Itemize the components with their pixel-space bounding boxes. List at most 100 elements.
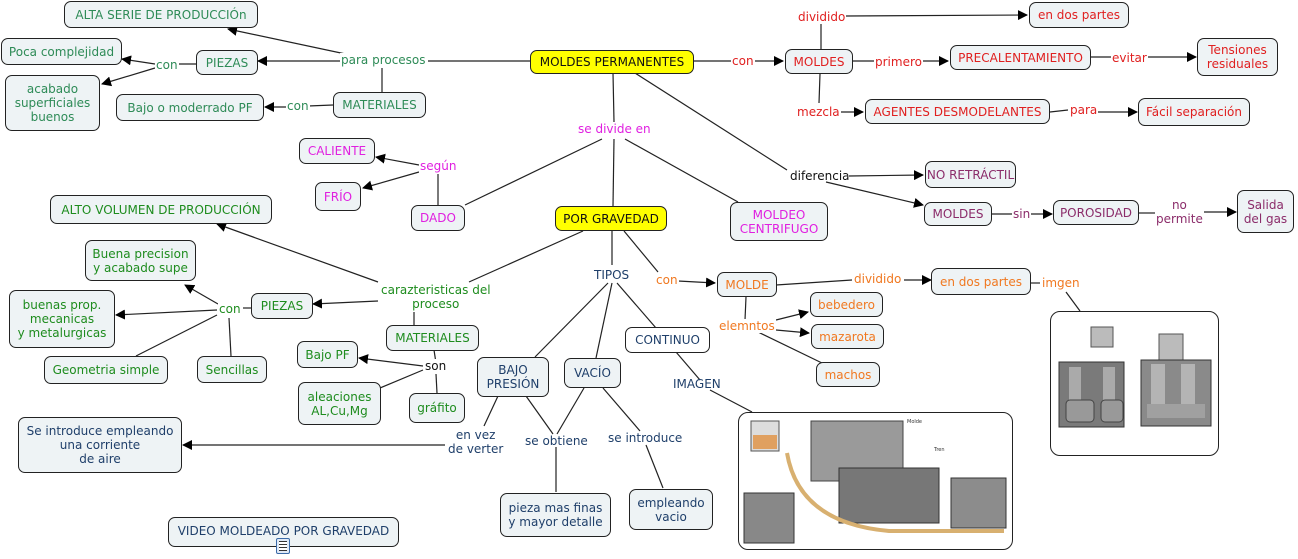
edge bbox=[312, 298, 379, 309]
edge bbox=[362, 171, 420, 191]
edge bbox=[1049, 109, 1069, 113]
edge bbox=[744, 296, 747, 321]
node-mazarota[interactable]: mazarota bbox=[811, 324, 884, 349]
node-frio[interactable]: FRÍO bbox=[315, 182, 361, 211]
edge bbox=[468, 230, 584, 283]
node-pieza-finas[interactable]: pieza mas finas y mayor detalle bbox=[500, 493, 611, 537]
node-alta-serie[interactable]: ALTA SERIE DE PRODUCCIÓn bbox=[64, 1, 258, 28]
edge bbox=[612, 72, 615, 123]
edge bbox=[375, 153, 420, 166]
node-bajo-presion[interactable]: BAJO PRESIÓN bbox=[477, 357, 549, 397]
edge bbox=[709, 389, 753, 413]
node-molde[interactable]: MOLDE bbox=[717, 272, 777, 297]
root-node-moldes-permanentes[interactable]: MOLDES PERMANENTES bbox=[530, 50, 694, 74]
edge bbox=[825, 181, 924, 208]
edge bbox=[612, 138, 615, 207]
svg-text:Molde: Molde bbox=[907, 419, 922, 425]
edge bbox=[216, 222, 379, 283]
edge bbox=[845, 10, 1028, 21]
edge bbox=[624, 138, 739, 203]
node-precalentamiento[interactable]: PRECALENTAMIENTO bbox=[950, 45, 1091, 70]
node-se-introduce-aire[interactable]: Se introduce empleando una corriente de … bbox=[18, 417, 182, 473]
edge bbox=[556, 387, 585, 435]
mold-photo bbox=[1058, 326, 1212, 428]
node-tensiones[interactable]: Tensiones residuales bbox=[1197, 38, 1278, 76]
link-con: con bbox=[731, 54, 755, 68]
node-bajo-moderrado[interactable]: Bajo o moderrado PF bbox=[116, 94, 264, 121]
node-poca-complejidad[interactable]: Poca complejidad bbox=[1, 38, 122, 65]
node-moldeo-centrifugo[interactable]: MOLDEO CENTRIFUGO bbox=[730, 202, 828, 241]
node-bebedero[interactable]: bebedero bbox=[810, 292, 883, 317]
edge bbox=[602, 387, 641, 432]
link-con: con bbox=[655, 273, 679, 287]
link-se-introduce: se introduce bbox=[608, 431, 683, 445]
node-empleando-vacio[interactable]: empleando vacio bbox=[629, 489, 713, 530]
edge bbox=[595, 282, 613, 359]
edge bbox=[616, 282, 657, 329]
video-resource-icon[interactable] bbox=[276, 538, 290, 554]
node-machos[interactable]: machos bbox=[816, 362, 880, 387]
node-grafito[interactable]: gráfito bbox=[409, 393, 465, 423]
node-acabado[interactable]: acabado superficiales buenos bbox=[5, 75, 100, 131]
link-dividido: dividido bbox=[797, 10, 847, 24]
link-se-divide-en: se divide en bbox=[577, 122, 652, 136]
node-porosidad[interactable]: POROSIDAD bbox=[1053, 200, 1139, 225]
edge bbox=[115, 309, 218, 320]
edge bbox=[435, 373, 438, 394]
link-con: con bbox=[218, 302, 242, 316]
edge bbox=[675, 351, 701, 381]
node-por-gravedad[interactable]: POR GRAVEDAD bbox=[555, 206, 667, 231]
edge bbox=[307, 104, 334, 107]
edge bbox=[775, 279, 853, 286]
node-no-retractil[interactable]: NO RETRÁCTIL bbox=[925, 161, 1016, 188]
node-geometria[interactable]: Geometria simple bbox=[44, 356, 168, 384]
edge bbox=[677, 277, 716, 288]
image-node-continuous-casting[interactable]: Molde Tren bbox=[738, 412, 1013, 550]
node-aleaciones[interactable]: aleaciones AL,Cu,Mg bbox=[298, 382, 381, 425]
edge bbox=[184, 284, 219, 305]
node-buenas-prop[interactable]: buenas prop. mecanicas y metalurgicas bbox=[9, 290, 115, 348]
edge bbox=[121, 55, 156, 66]
image-node-mold-halves[interactable] bbox=[1050, 311, 1219, 456]
node-vacio[interactable]: VACÍO bbox=[564, 358, 621, 388]
edge bbox=[645, 444, 664, 489]
link-dividido: dividido bbox=[853, 272, 903, 286]
link-primero: primero bbox=[874, 55, 923, 69]
edge bbox=[379, 369, 424, 389]
node-moldes-plum[interactable]: MOLDES bbox=[924, 202, 992, 226]
node-bajo-pf[interactable]: Bajo PF bbox=[297, 341, 358, 368]
node-continuo[interactable]: CONTINUO bbox=[625, 327, 710, 353]
link-tipos: TIPOS bbox=[593, 268, 631, 282]
node-sencillas[interactable]: Sencillas bbox=[197, 356, 267, 383]
node-piezas-green[interactable]: PIEZAS bbox=[251, 293, 313, 319]
node-salida-gas[interactable]: Salida del gas bbox=[1237, 190, 1294, 233]
link-mezcla: mezcla bbox=[796, 105, 841, 119]
node-dado[interactable]: DADO bbox=[411, 205, 465, 231]
edge bbox=[101, 67, 156, 87]
node-agentes[interactable]: AGENTES DESMODELANTES bbox=[865, 99, 1050, 124]
node-en-dos-partes-orange[interactable]: en dos partes bbox=[931, 268, 1031, 295]
edge bbox=[464, 138, 603, 206]
edge bbox=[775, 327, 810, 338]
link-diferencia: diferencia bbox=[790, 169, 850, 183]
link-caracteristicas: carazteristicas del proceso bbox=[380, 283, 492, 311]
node-materiales-top[interactable]: MATERIALES bbox=[333, 92, 426, 118]
node-caliente[interactable]: CALIENTE bbox=[299, 138, 375, 164]
link-segun: según bbox=[419, 159, 458, 173]
edge bbox=[525, 395, 554, 435]
node-piezas-top[interactable]: PIEZAS bbox=[196, 50, 258, 75]
node-en-dos-partes-red[interactable]: en dos partes bbox=[1029, 2, 1129, 28]
edge bbox=[483, 395, 499, 427]
link-con: con bbox=[286, 99, 310, 113]
node-buena-precision[interactable]: Buena precision y acabado supe bbox=[85, 240, 196, 281]
node-materiales-green[interactable]: MATERIALES bbox=[386, 325, 479, 351]
node-moldes-red[interactable]: MOLDES bbox=[785, 49, 853, 74]
node-alto-volumen[interactable]: ALTO VOLUMEN DE PRODUCCIÓN bbox=[50, 195, 272, 224]
node-facil-separacion[interactable]: Fácil separación bbox=[1138, 98, 1250, 126]
link-para-procesos: para procesos bbox=[340, 53, 427, 67]
link-evitar: evitar bbox=[1111, 51, 1148, 65]
link-con: con bbox=[155, 58, 179, 72]
svg-text:Tren: Tren bbox=[933, 447, 945, 453]
edge bbox=[534, 282, 609, 358]
